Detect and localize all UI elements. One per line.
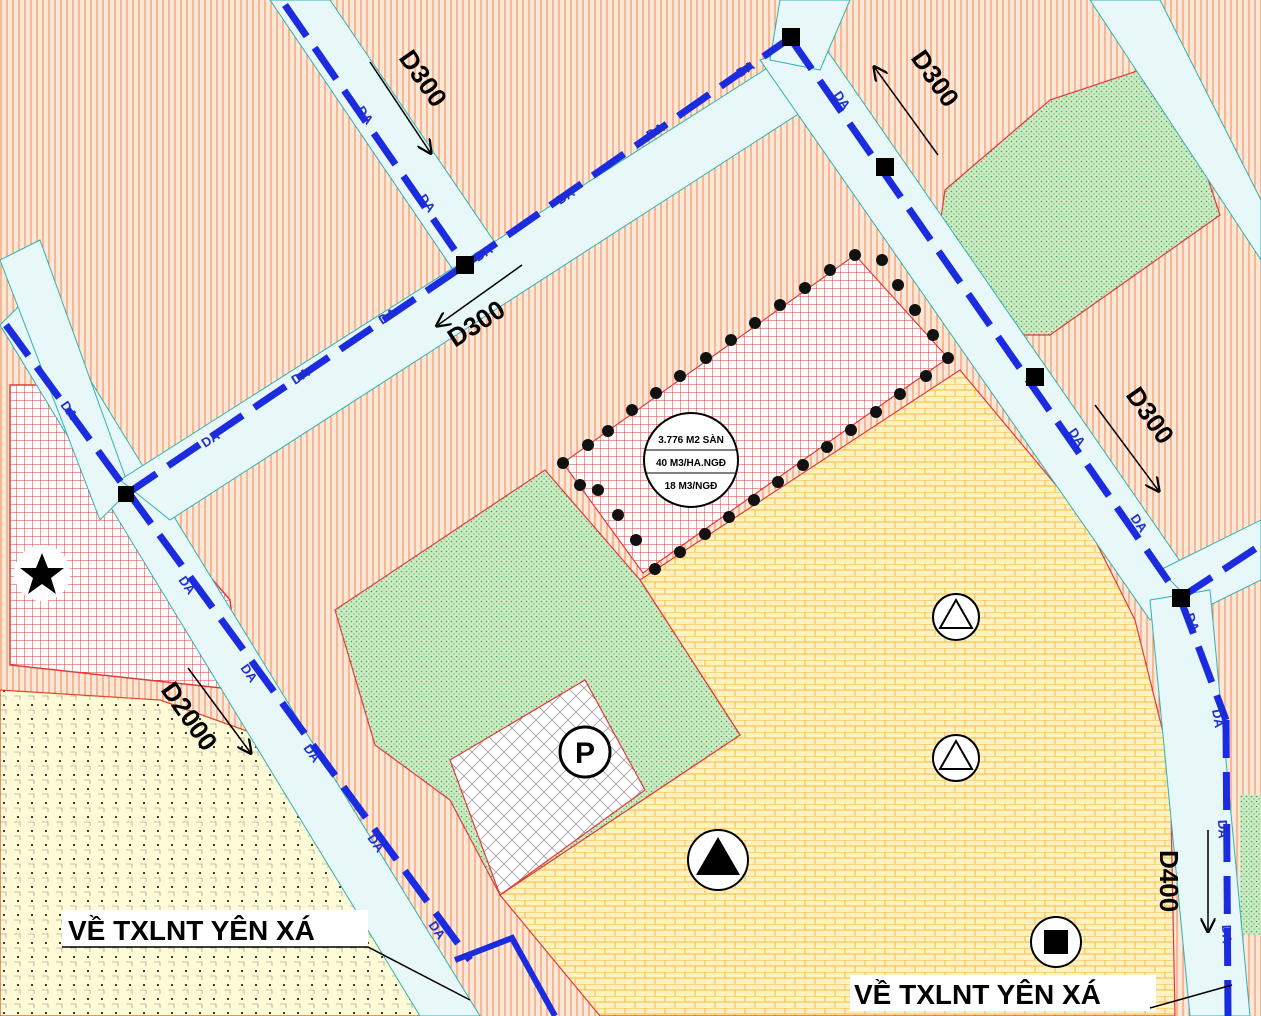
square-filled-icon: [1030, 916, 1082, 968]
destination-right-text: VỀ TXLNT YÊN XÁ: [854, 979, 1101, 1010]
station-info: 3.776 M2 SÀN 40 M3/HA.NGĐ 18 M3/NGĐ: [643, 412, 739, 508]
diameter-label: D400: [1154, 850, 1184, 912]
station-rate: 40 M3/HA.NGĐ: [656, 458, 726, 469]
triangle-outline-icon: [932, 593, 980, 641]
flow-arrows: [187, 61, 1208, 930]
manholes: [118, 28, 1190, 607]
pipe-label: DA: [1219, 925, 1235, 945]
destination-left-text: VỀ TXLNT YÊN XÁ: [68, 915, 315, 946]
zone-green-strip-east: [1240, 795, 1261, 935]
station-area: 3.776 M2 SÀN: [658, 433, 724, 446]
pipe-label: DA: [1215, 820, 1231, 840]
pipe-label: DA: [1209, 708, 1227, 730]
pipeline-outfall: [453, 934, 558, 1016]
station-capacity: 18 M3/NGĐ: [665, 481, 718, 492]
parking-symbol: P: [575, 737, 595, 770]
destination-right: VỀ TXLNT YÊN XÁ: [850, 975, 1233, 1011]
star-icon: [14, 545, 70, 601]
triangle-filled-icon: [687, 829, 749, 891]
pipelines: [3, 3, 1261, 1016]
pipe-label: DA: [1182, 611, 1203, 634]
destination-left: VỀ TXLNT YÊN XÁ: [62, 910, 471, 1001]
parking-icon: P: [558, 725, 612, 779]
station-boundary-dots: [557, 249, 954, 575]
triangle-outline-icon: [932, 734, 980, 782]
